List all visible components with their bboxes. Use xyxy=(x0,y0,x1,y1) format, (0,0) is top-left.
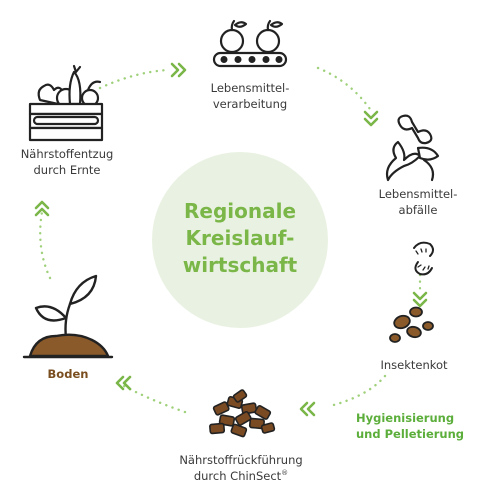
label-waste-line-2: abfälle xyxy=(398,203,438,217)
label-harvest-line-1: Nährstoffentzug xyxy=(20,147,114,161)
arrow-processing-to-waste xyxy=(363,110,379,127)
label-recycling-line-2: durch ChinSect® xyxy=(166,468,316,484)
label-harvest: Nährstoffentzug durch Ernte xyxy=(8,146,126,178)
label-soil-line-1: Boden xyxy=(47,367,89,381)
label-frass-line-1: Insektenkot xyxy=(380,358,448,372)
cycle-arcs xyxy=(39,66,422,414)
label-waste: Lebensmittel- abfälle xyxy=(366,186,470,218)
label-processing-line-1: Lebensmittel- xyxy=(210,81,290,95)
pellets-icon xyxy=(209,389,276,438)
insect-frass-icon xyxy=(389,306,434,343)
center-title-line-3: wirtschaft xyxy=(182,253,298,277)
label-frass: Insektenkot xyxy=(362,357,466,373)
label-processing-line-2: verarbeitung xyxy=(212,97,288,111)
arc-harvest-to-processing xyxy=(98,68,170,90)
arrow-recycling-to-soil xyxy=(115,375,132,391)
arc-recycling-to-soil xyxy=(120,383,187,414)
label-waste-line-1: Lebensmittel- xyxy=(378,187,458,201)
center-title-line-1: Regionale xyxy=(183,199,297,223)
arrow-soil-to-harvest xyxy=(34,200,50,217)
label-hygiene-line-2: und Pelletierung xyxy=(356,427,465,441)
fruit-conveyor-icon xyxy=(212,19,288,68)
center-title: Regionale Kreislauf- wirtschaft xyxy=(150,198,330,279)
label-recycling-line-1: Nährstoffrückführung xyxy=(179,453,303,467)
seedling-soil-icon xyxy=(22,274,114,359)
larvae-icon xyxy=(413,241,434,276)
arc-soil-to-harvest xyxy=(39,210,52,280)
label-soil: Boden xyxy=(28,366,108,382)
arc-processing-to-waste xyxy=(316,66,374,114)
food-waste-icon xyxy=(385,114,440,182)
arrow-harvest-to-processing xyxy=(170,62,187,78)
center-title-line-2: Kreislauf- xyxy=(185,226,295,250)
label-recycling-line-2-text: durch ChinSect xyxy=(193,469,282,483)
label-hygiene-line-1: Hygienisierung xyxy=(356,411,455,425)
harvest-crate-icon xyxy=(28,64,104,142)
arrow-frass-to-recycling xyxy=(299,401,316,417)
label-recycling: Nährstoffrückführung durch ChinSect® xyxy=(166,452,316,484)
label-processing: Lebensmittel- verarbeitung xyxy=(198,80,302,112)
label-harvest-line-2: durch Ernte xyxy=(33,163,101,177)
arrow-larvae-to-frass xyxy=(412,291,428,308)
arc-frass-to-hygiene xyxy=(328,374,387,408)
registered-mark: ® xyxy=(281,469,289,478)
center-circle xyxy=(152,152,328,328)
label-hygiene: Hygienisierung und Pelletierung xyxy=(356,410,472,442)
